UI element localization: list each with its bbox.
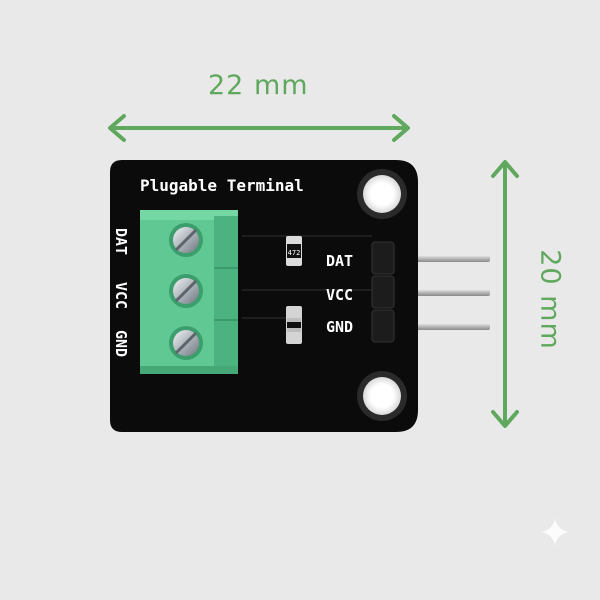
- screw-gnd: [169, 326, 203, 360]
- smd-resistor: 472: [286, 236, 302, 266]
- width-dimension-label: 22 mm: [208, 70, 309, 101]
- pin-label-vcc: VCC: [326, 286, 353, 304]
- board-title: Plugable Terminal: [140, 176, 304, 195]
- terminal-labels: DAT VCC GND: [112, 228, 130, 357]
- resistor-code: 472: [288, 249, 301, 257]
- terminal-label-vcc: VCC: [112, 282, 130, 309]
- screw-dat: [169, 223, 203, 257]
- pin-label-dat: DAT: [326, 252, 353, 270]
- smd-capacitor: [286, 306, 302, 344]
- terminal-label-gnd: GND: [112, 330, 130, 357]
- pin-header-housing: [371, 241, 395, 343]
- height-dimension-arrow: [491, 160, 519, 428]
- sparkle-watermark-icon: [541, 518, 569, 546]
- terminal-label-dat: DAT: [112, 228, 130, 255]
- height-dimension-label: 20 mm: [534, 249, 566, 350]
- screw-terminal-block: [140, 210, 238, 374]
- pin-label-gnd: GND: [326, 318, 353, 336]
- mounting-hole-top: [357, 169, 407, 219]
- pin-labels: DAT VCC GND: [326, 252, 353, 336]
- mounting-hole-bottom: [357, 371, 407, 421]
- screw-vcc: [169, 274, 203, 308]
- width-dimension-arrow: [108, 114, 410, 142]
